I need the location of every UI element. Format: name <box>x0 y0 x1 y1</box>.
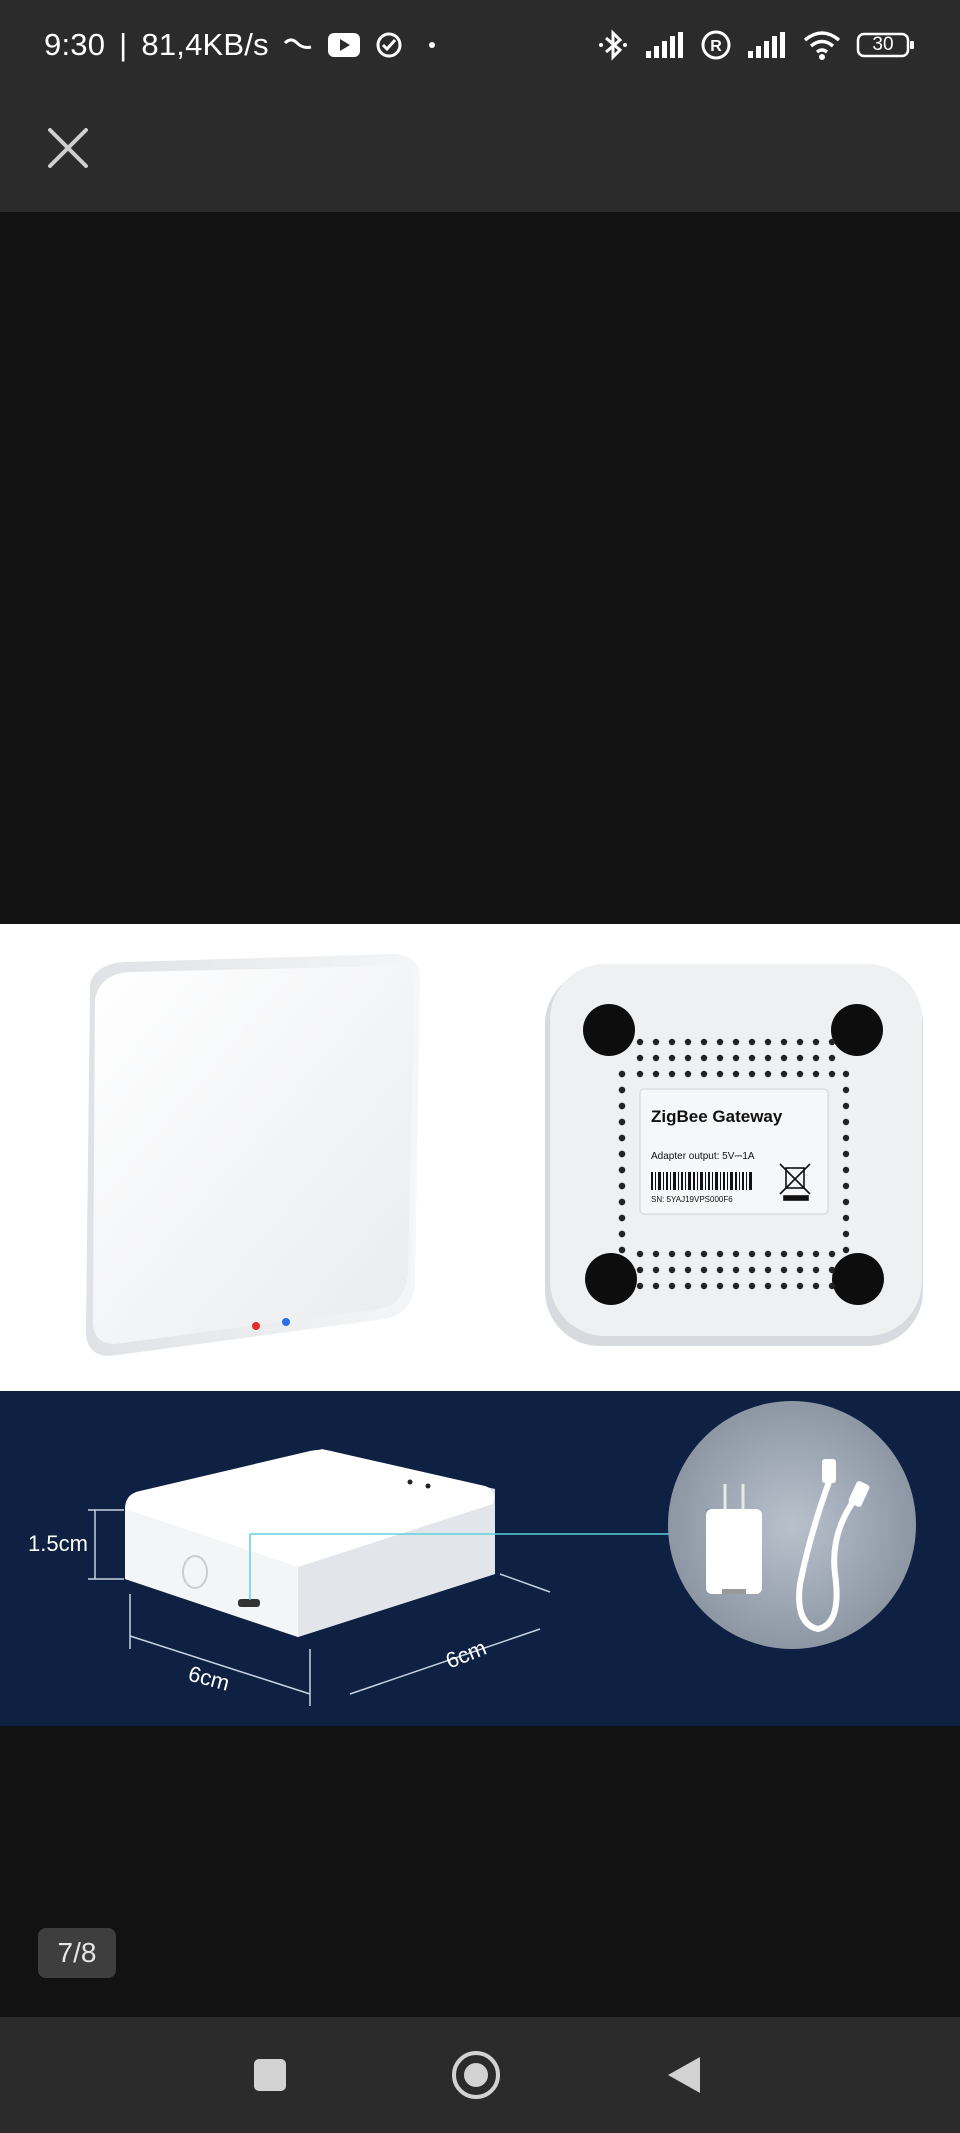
viewer-toolbar <box>0 90 960 212</box>
signal-icon <box>646 32 683 58</box>
accessories-circle <box>668 1401 916 1649</box>
check-circle-icon <box>376 32 402 58</box>
home-circle-icon[interactable] <box>446 2045 506 2105</box>
led-red <box>252 1322 260 1330</box>
status-bar: 9:30 | 81,4KB/s R <box>0 0 960 90</box>
svg-text:R: R <box>710 38 722 55</box>
product-image[interactable]: ZigBee Gateway Adapter output: 5V⎓1A SN:… <box>0 924 960 1726</box>
usb-cable-icon <box>796 1459 870 1633</box>
close-icon[interactable] <box>40 120 96 176</box>
image-counter: 7/8 <box>38 1928 116 1978</box>
network-speed: 81,4KB/s <box>141 27 269 62</box>
signal-icon <box>748 32 785 58</box>
navigation-bar <box>0 2017 960 2133</box>
label-sn: SN: 5YAJ19VPS000F6 <box>651 1195 733 1204</box>
dot-icon <box>428 42 435 48</box>
bluetooth-icon <box>599 29 627 61</box>
wifi-icon <box>803 31 841 60</box>
battery-icon: 30 <box>856 31 916 59</box>
wave-icon <box>283 38 312 49</box>
label-title: ZigBee Gateway <box>651 1107 783 1126</box>
image-viewer[interactable]: ZigBee Gateway Adapter output: 5V⎓1A SN:… <box>0 212 960 2017</box>
led-blue <box>282 1318 290 1326</box>
barcode-icon <box>651 1172 752 1190</box>
status-right: R 30 <box>596 28 916 62</box>
back-triangle-icon[interactable] <box>654 2045 714 2105</box>
roaming-icon: R <box>701 30 731 60</box>
youtube-icon <box>327 33 360 57</box>
power-adapter-icon <box>706 1484 762 1594</box>
product-photo: ZigBee Gateway Adapter output: 5V⎓1A SN:… <box>0 924 960 1726</box>
dimension-lines <box>88 1509 551 1706</box>
device-isometric <box>125 1449 495 1637</box>
label-adapter: Adapter output: 5V⎓1A <box>651 1151 755 1162</box>
battery-level: 30 <box>872 34 894 55</box>
clock: 9:30 <box>44 27 106 62</box>
weee-bin-icon <box>779 1163 811 1201</box>
dimension-height: 1.5cm <box>28 1531 88 1556</box>
separator: | <box>119 27 128 62</box>
square-icon[interactable] <box>240 2045 300 2105</box>
device-bottom-view: ZigBee Gateway Adapter output: 5V⎓1A SN:… <box>545 964 923 1346</box>
status-left: 9:30 | 81,4KB/s <box>44 27 447 63</box>
